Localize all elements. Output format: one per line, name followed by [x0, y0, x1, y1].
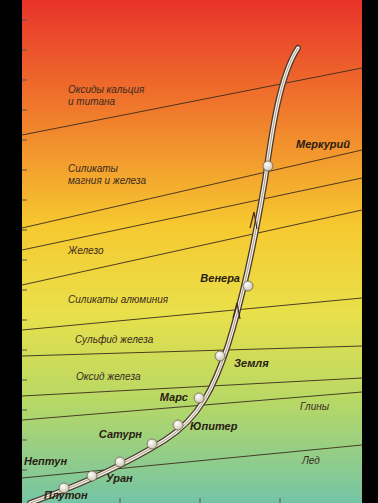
axis-ticks [22, 20, 280, 503]
temperature-ground [22, 0, 362, 503]
planet-dots [59, 161, 273, 493]
planet-label: Уран [106, 472, 133, 485]
planet-label: Нептун [24, 455, 67, 468]
condensate-label: Железо [68, 245, 104, 257]
planet-label: Марс [160, 391, 188, 404]
planet-track [30, 48, 298, 503]
planet-label: Плутон [44, 489, 88, 502]
condensate-label: Оксид железа [76, 371, 141, 383]
planet-label: Земля [234, 357, 269, 370]
condensate-label: Глины [300, 401, 329, 413]
condensate-label: Силикаты алюминия [68, 294, 168, 306]
planet-label: Сатурн [99, 428, 142, 441]
condensate-label: Оксиды кальция и титана [68, 84, 148, 107]
planet-label: Венера [200, 272, 240, 285]
planet-label: Юпитер [190, 420, 237, 433]
condensate-label: Силикаты магния и железа [68, 163, 152, 186]
planet-label: Меркурий [296, 138, 350, 151]
condensate-label: Лед [302, 455, 320, 467]
condensate-label: Сульфид железа [75, 334, 153, 346]
